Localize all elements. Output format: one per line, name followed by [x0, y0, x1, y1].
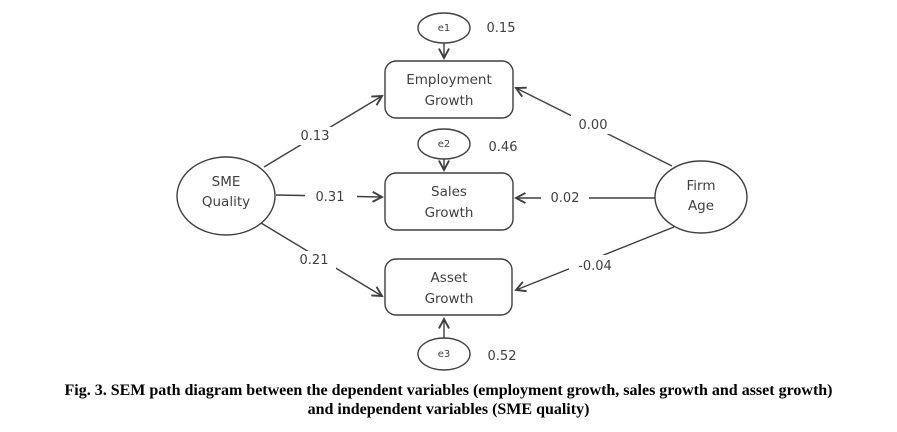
error-node-e1 — [417, 12, 471, 44]
variance-e1: 0.15 — [487, 21, 516, 36]
latent-node-sme-quality — [176, 156, 276, 236]
latent-label-sme-line2: Quality — [202, 194, 250, 210]
coef-label-bg — [571, 115, 615, 134]
sem-diagram-canvas: 0.13 0.31 0.21 0.00 0.02 -0.04 SME Quali… — [176, 12, 748, 371]
variance-e2: 0.46 — [489, 140, 518, 155]
coef-label-bg — [569, 255, 621, 275]
observed-node-employment-growth — [384, 60, 514, 119]
latent-node-firm-age — [654, 160, 748, 234]
figure-caption-line2: and independent variables (SME quality) — [307, 401, 590, 418]
error-node-e3 — [417, 337, 471, 371]
coef-firmage-to-sales: 0.02 — [551, 191, 580, 206]
observed-node-asset-growth — [384, 258, 513, 316]
observed-label-sales-line2: Growth — [425, 205, 474, 221]
error-label-e3: e3 — [438, 349, 451, 360]
latent-label-sme-line1: SME — [212, 174, 241, 190]
latent-label-firmage-line1: Firm — [687, 178, 716, 194]
coef-label-bg — [292, 251, 336, 270]
coef-sme-to-sales: 0.31 — [316, 190, 345, 205]
error-label-e1: e1 — [438, 23, 451, 34]
figure-caption: Fig. 3. SEM path diagram between the dep… — [0, 381, 897, 419]
observed-label-employment-line2: Growth — [425, 93, 474, 109]
latent-label-firmage-line2: Age — [688, 198, 714, 214]
observed-label-employment-line1: Employment — [406, 72, 492, 88]
error-node-e2 — [417, 128, 471, 160]
observed-label-sales-line1: Sales — [431, 184, 467, 200]
coef-label-bg — [305, 188, 357, 206]
coef-sme-to-asset: 0.21 — [300, 253, 329, 268]
observed-node-sales-growth — [384, 172, 514, 231]
coef-firmage-to-employment: 0.00 — [579, 118, 608, 133]
error-label-e2: e2 — [438, 139, 451, 150]
coef-sme-to-employment: 0.13 — [301, 129, 330, 144]
observed-label-asset-line2: Growth — [425, 291, 474, 307]
variance-e3: 0.52 — [488, 349, 517, 364]
observed-label-asset-line1: Asset — [431, 270, 468, 286]
coef-label-bg — [541, 189, 589, 207]
coef-firmage-to-asset: -0.04 — [578, 259, 612, 274]
figure-caption-line1: Fig. 3. SEM path diagram between the dep… — [64, 382, 833, 399]
coef-label-bg — [293, 127, 337, 145]
